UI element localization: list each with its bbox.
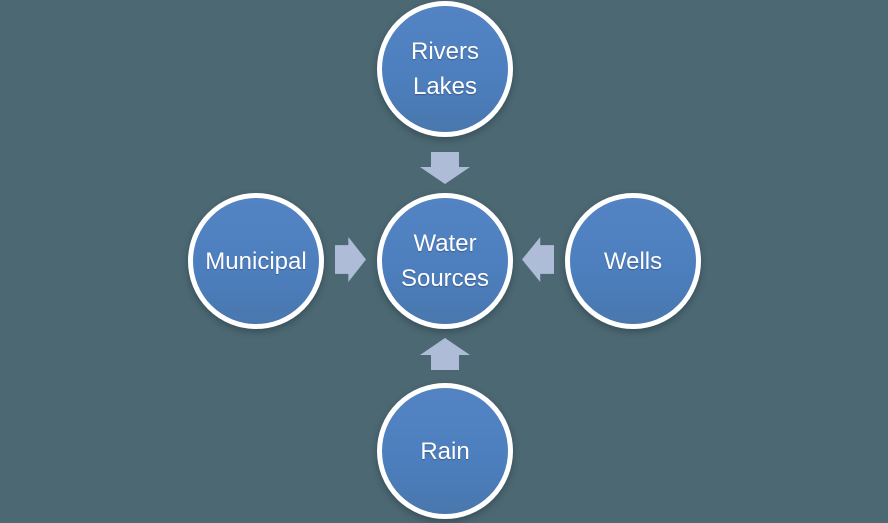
- node-label: Wells: [603, 247, 663, 275]
- node-rivers-lakes: Rivers Lakes: [377, 1, 513, 137]
- node-municipal: Municipal: [188, 193, 324, 329]
- node-label: Rain: [420, 437, 470, 465]
- arrow-right-icon: [335, 237, 366, 282]
- arrow-down-icon: [420, 152, 470, 184]
- arrow-left-icon: [522, 237, 554, 282]
- node-label: Lakes: [412, 73, 478, 100]
- arrow-up-icon: [420, 338, 470, 370]
- node-water-sources: Water Sources: [377, 193, 513, 329]
- node-label: Municipal: [205, 247, 307, 275]
- node-wells: Wells: [565, 193, 701, 329]
- node-label: Rivers: [410, 38, 479, 65]
- node-rain: Rain: [377, 383, 513, 519]
- node-label: Water: [413, 230, 477, 257]
- node-label: Sources: [400, 265, 490, 292]
